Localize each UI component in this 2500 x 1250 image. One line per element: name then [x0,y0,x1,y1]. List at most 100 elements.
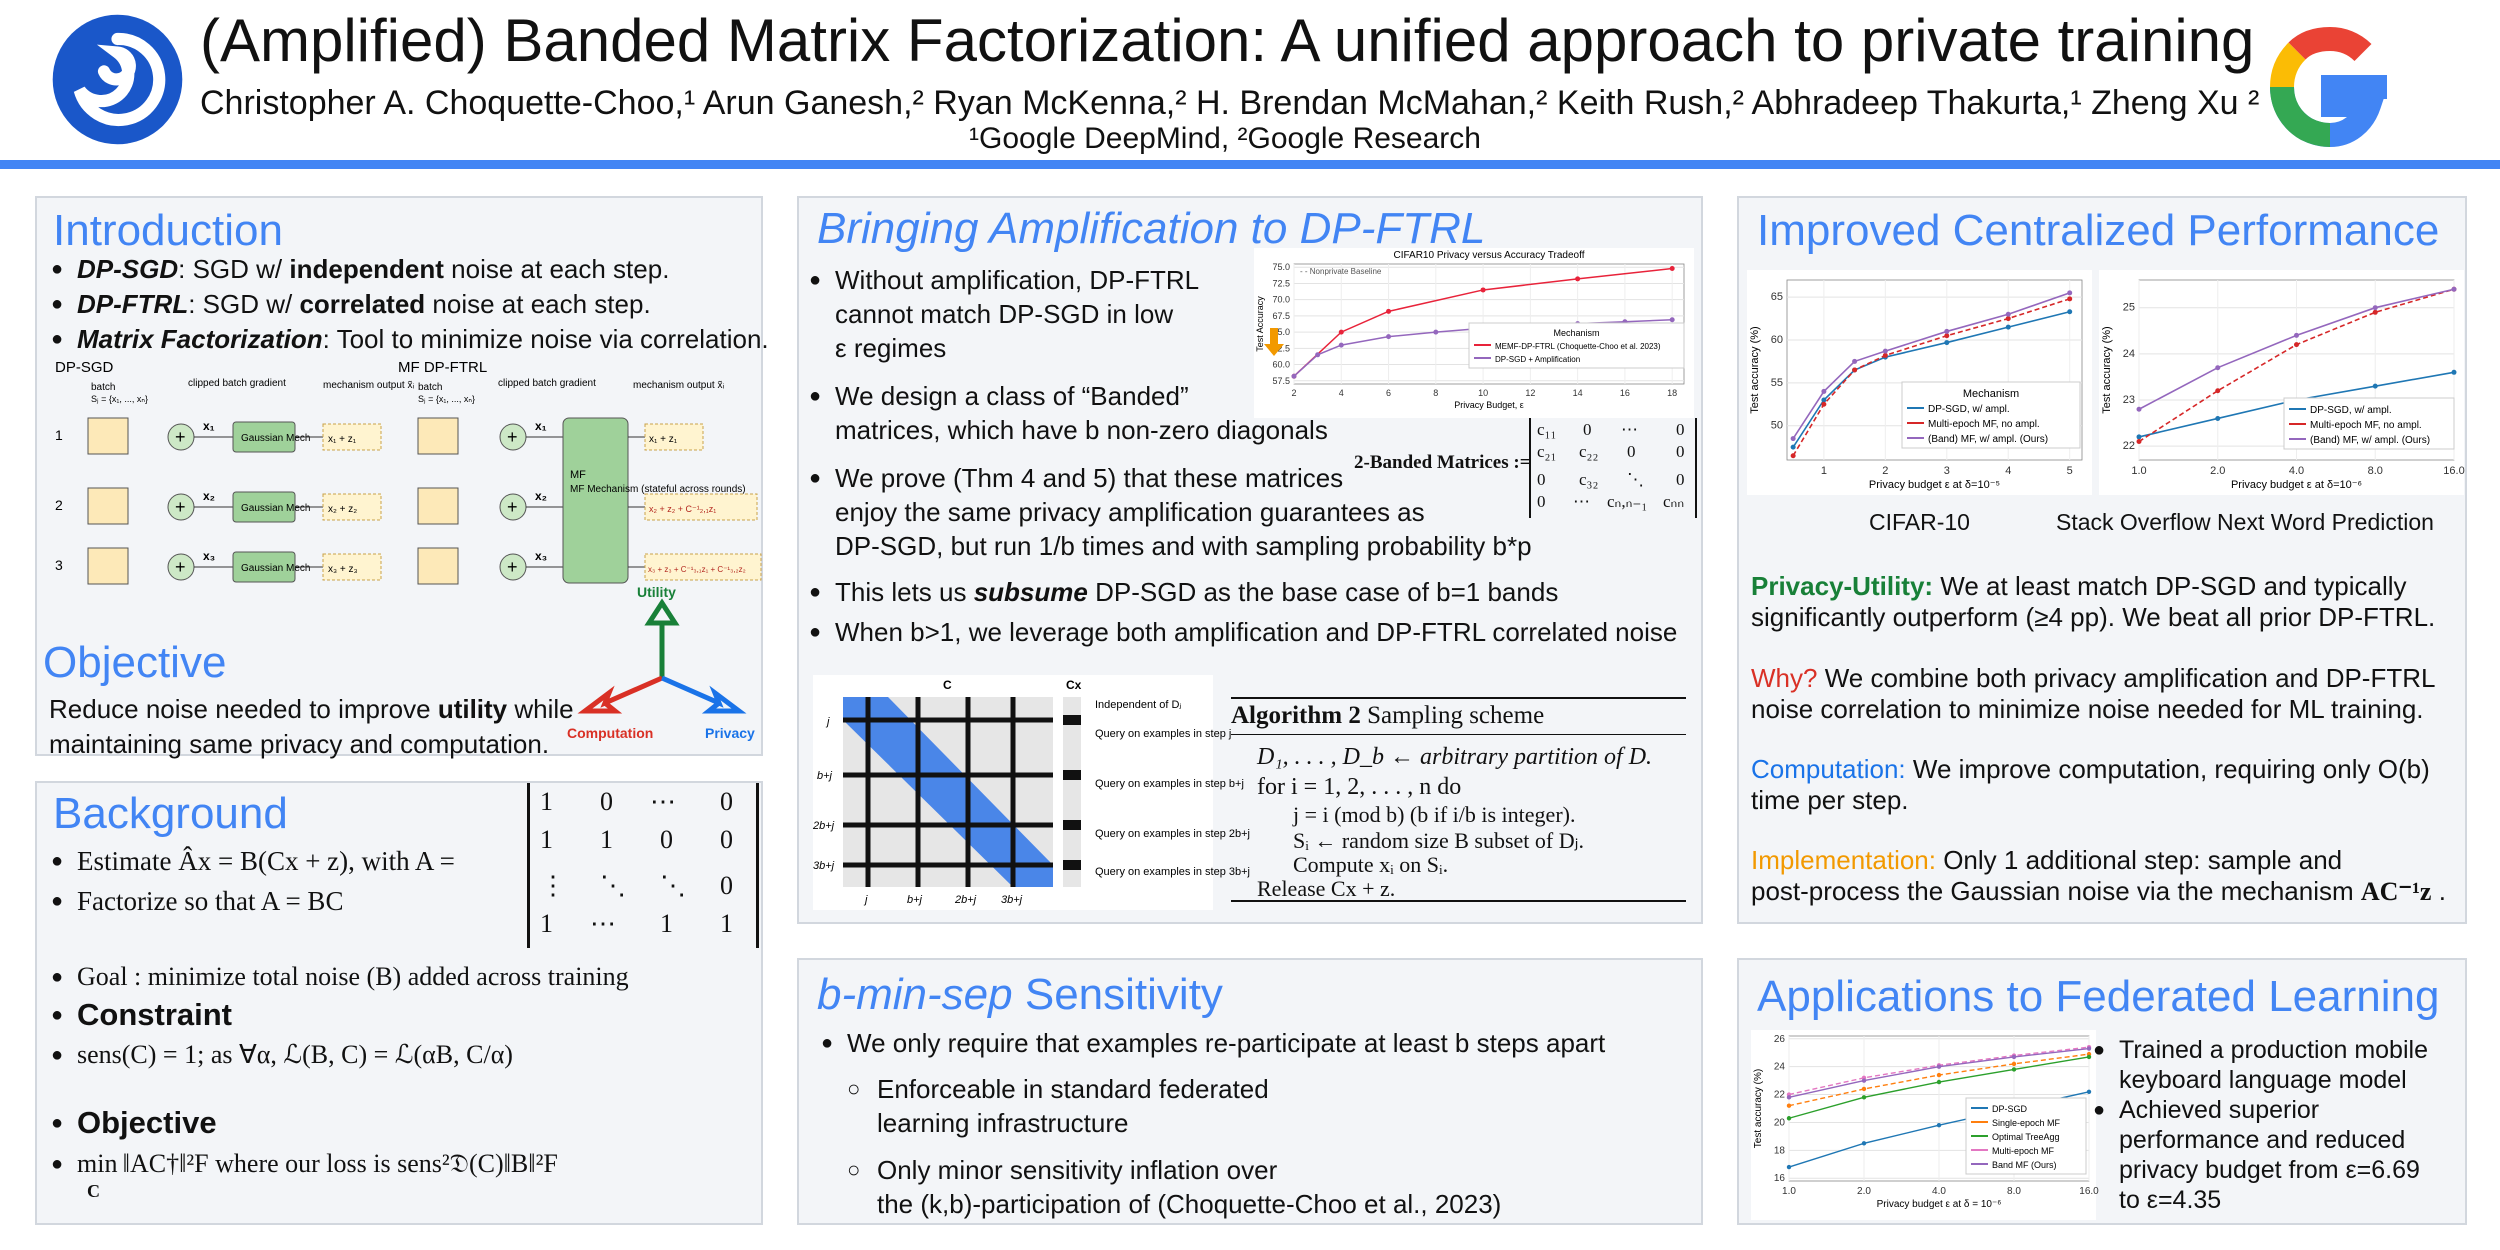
x-tick-label: 4 [1339,388,1344,398]
x-tick-label: 18 [1667,388,1677,398]
sensitivity-title: b-min-sep Sensitivity [817,970,1223,1019]
y-tick-label: 50 [1771,420,1783,432]
svg-text:C: C [943,678,952,692]
fed-bullet-2-line3: privacy budget from ε=6.69 [2119,1156,2420,1184]
data-point [1861,1141,1867,1146]
legend-label: DP-SGD + Amplification [1495,355,1580,364]
svg-text:+: + [507,497,518,517]
x-tick-label: 4.0 [2289,465,2304,477]
svg-text:+: + [175,497,186,517]
y-tick-label: 16 [1774,1173,1786,1184]
x-axis-label: Privacy Budget, ε [1454,400,1524,410]
data-point [2005,316,2011,322]
poster-title: (Amplified) Banded Matrix Factorization:… [200,7,2255,74]
y-tick-label: 24 [2123,348,2135,360]
amp-bullet-2-line1: We design a class of “Banded” [809,380,1189,412]
data-point [2215,415,2221,421]
down-arrow-icon [1264,328,1284,356]
svg-text:2b+j: 2b+j [954,894,977,906]
y-tick-label: 72.5 [1272,278,1290,288]
privacy-label: Privacy [705,725,755,741]
sensitivity-sub-1-line2: learning infrastructure [877,1108,1129,1138]
utility-label: Utility [637,584,676,600]
y-tick-label: 18 [1774,1145,1786,1156]
diagram-left-title: DP-SGD [55,359,114,376]
legend-label: Multi-epoch MF, no ampl. [1928,419,2040,430]
why-line1: Why? We combine both privacy amplificati… [1751,663,2436,693]
y-tick-label: 22 [1774,1090,1786,1101]
google-g-logo-icon [2270,26,2387,148]
data-point [2136,439,2142,445]
y-tick-label: 70.0 [1272,295,1290,305]
y-tick-label: 25 [2123,302,2135,314]
data-point [1936,1123,1942,1128]
objective-formula: min ‖AC†‖²F where our loss is sens²𝔇(C)‖… [51,1148,558,1180]
x-tick-label: 1.0 [2131,465,2146,477]
legend-box [1901,381,2081,449]
computation-line1: Computation: We improve computation, req… [1751,754,2430,784]
data-point [1821,388,1827,394]
legend-label: DP-SGD, w/ ampl. [1928,404,2010,415]
intro-bullet-dpftrl: DP-FTRL: SGD w/ correlated noise at each… [51,288,651,320]
x-tick-label: 16.0 [2079,1186,2099,1197]
x-tick-label: 8.0 [2368,465,2383,477]
svg-text:2: 2 [55,497,63,513]
svg-text:x₁ + z₁: x₁ + z₁ [328,434,357,445]
y-tick-label: 67.5 [1272,311,1290,321]
data-point [2372,383,2378,389]
diagram-rows: 1 + x₁ Gaussian Mech x₁ + z₁ 2 + x₂ Gaus… [55,417,762,585]
cifar10-caption: CIFAR-10 [1869,509,1970,535]
data-point [1944,340,1950,346]
legend-label: Multi-epoch MF [1992,1146,2055,1156]
x-tick-label: 16.0 [2443,465,2464,477]
x-tick-label: 8 [1433,388,1438,398]
legend-label: Optimal TreeAgg [1992,1132,2060,1142]
x-tick-label: 4 [2005,465,2011,477]
data-point [1291,373,1297,379]
computation-line2: time per step. [1751,785,1909,815]
legend-title: Mechanism [1963,388,2019,400]
introduction-panel: Introduction DP-SGD: SGD w/ independent … [35,196,769,759]
y-axis-label: Test Accuracy [1255,296,1265,352]
svg-text:x₃ + z₃ + C⁻¹₃,₁z₁ + C⁻¹₃,₂z₂: x₃ + z₃ + C⁻¹₃,₁z₁ + C⁻¹₃,₂z₂ [648,565,746,574]
svg-text:Sⱼ = {x₁, ..., xₙ}: Sⱼ = {x₁, ..., xₙ} [418,394,475,404]
data-point [2067,309,2073,315]
sensitivity-sub-1-line1: Enforceable in standard federated [847,1073,1269,1105]
centralized-title: Improved Centralized Performance [1757,206,2440,255]
amp-bullet-1-line1: Without amplification, DP-FTRL [809,264,1199,296]
svg-text:Query on examples in step 3b+j: Query on examples in step 3b+j [1095,866,1250,878]
intro-bullet-dpsgd: DP-SGD: SGD w/ independent noise at each… [51,253,669,285]
svg-text:+: + [175,557,186,577]
data-point [1786,1116,1792,1121]
algo-line-4: Sᵢ ← random size B subset of Dⱼ. [1293,828,1584,853]
diagram-row-2: 2 + x₂ Gaussian Mech x₂ + z₂ [55,487,382,525]
algo-line-6: Release Cx + z. [1257,876,1396,901]
algorithm-box: Algorithm 2 Sampling scheme D₁, . . . , … [1231,697,1686,902]
federated-title: Applications to Federated Learning [1757,972,2440,1021]
tradeoff-arrows: Utility Computation Privacy [567,584,755,741]
objective-text-line2: maintaining same privacy and computation… [49,729,550,759]
data-point [1821,401,1827,407]
svg-text:3b+j: 3b+j [813,860,835,872]
algo-line-1: D₁, . . . , D_b ← arbitrary partition of… [1257,744,1653,770]
y-tick-label: 75.0 [1272,262,1290,272]
data-point [2011,1061,2017,1067]
data-point [2086,1054,2092,1060]
y-tick-label: 65 [1771,291,1783,303]
constraint-formula: sens(C) = 1; as ∀α, ℒ(B, C) = ℒ(αB, C/α) [51,1039,513,1071]
data-point [2372,305,2378,311]
y-tick-label: 62.5 [1272,343,1290,353]
svg-text:Gaussian Mech: Gaussian Mech [241,433,310,444]
y-tick-label: 55 [1771,377,1783,389]
why-line2: noise correlation to minimize noise need… [1751,694,2424,724]
data-point [1338,329,1344,335]
svg-text:Query on examples in step 2b+j: Query on examples in step 2b+j [1095,828,1250,840]
factorize-bullet: Factorize so that A = BC [51,885,344,917]
svg-text:+: + [507,427,518,447]
data-point [1575,276,1581,282]
data-point [2294,332,2299,338]
legend-label: Band MF (Ours) [1992,1160,2057,1170]
x-tick-label: 10 [1478,388,1488,398]
background-title: Background [53,789,288,838]
legend-title: Mechanism [1553,328,1599,338]
